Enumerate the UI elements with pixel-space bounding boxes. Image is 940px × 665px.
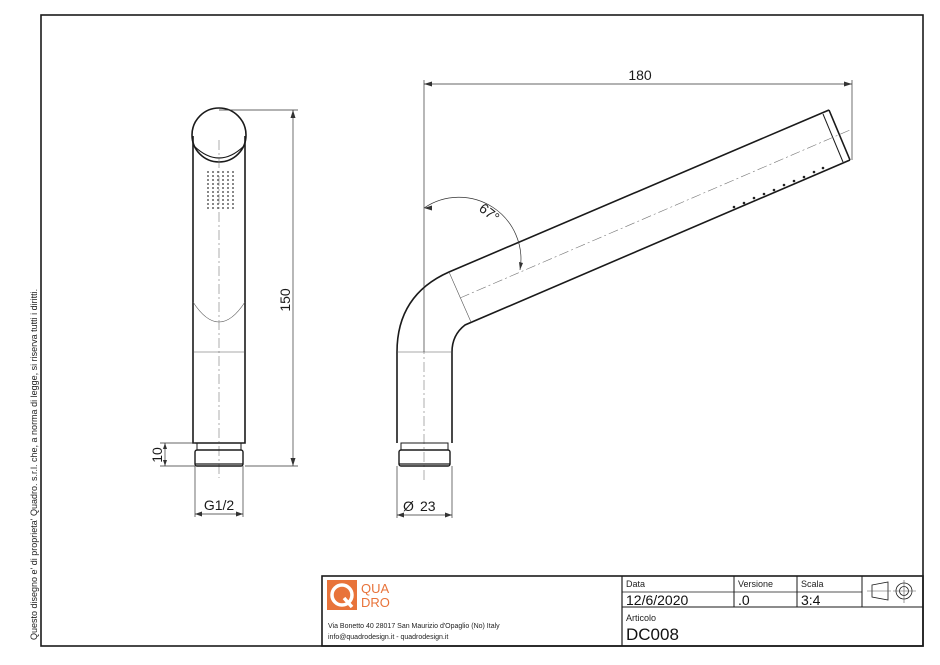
versione-value: .0 <box>738 592 750 608</box>
data-value: 12/6/2020 <box>626 592 688 608</box>
title-block: QUA DRO Via Bonetto 40 28017 San Maurizi… <box>321 575 924 647</box>
scala-label: Scala <box>801 579 824 589</box>
dim-thread-height-10: 10 <box>149 447 165 463</box>
articolo-label: Articolo <box>626 613 656 623</box>
drawing-border <box>40 14 924 647</box>
dim-length-180: 180 <box>628 67 652 83</box>
company-contact: info@quadrodesign.it - quadrodesign.it <box>328 634 448 641</box>
front-view: 150 10 G1/2 <box>149 107 298 517</box>
data-label: Data <box>626 579 645 589</box>
company-name-line1: QUA <box>361 581 390 596</box>
dim-angle-67: 67° <box>476 200 503 226</box>
copyright-note: Questo disegno e' di proprieta' Quadro. … <box>29 289 39 640</box>
side-nozzles-icon <box>732 166 825 209</box>
first-angle-projection-icon <box>867 580 916 603</box>
scala-value: 3:4 <box>801 592 821 608</box>
dim-diameter-symbol: Ø <box>403 498 414 514</box>
dim-thread-g12: G1/2 <box>204 497 235 513</box>
company-address: Via Bonetto 40 28017 San Maurizio d'Opag… <box>328 623 500 630</box>
side-body-outline <box>396 109 830 443</box>
versione-label: Versione <box>738 579 773 589</box>
side-view: 180 67° Ø 23 <box>396 67 853 518</box>
dim-diameter-23: 23 <box>420 498 436 514</box>
articolo-value: DC008 <box>626 625 679 644</box>
company-name-line2: DRO <box>361 595 390 610</box>
dim-height-150: 150 <box>277 288 293 312</box>
